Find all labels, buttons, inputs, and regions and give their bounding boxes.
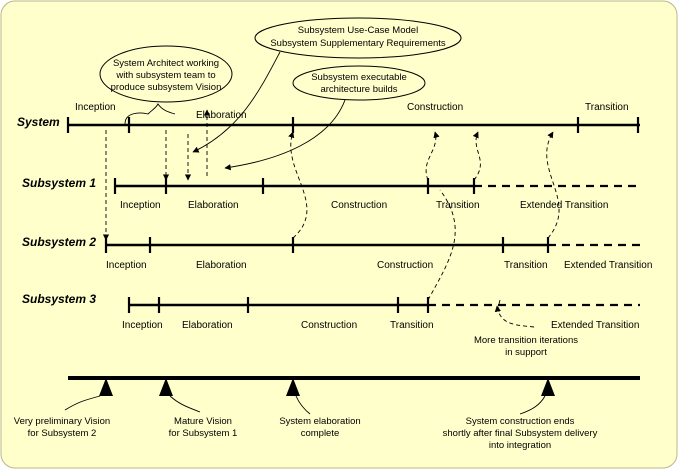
milestone-marker-construction-ends <box>541 378 555 396</box>
sub1-phase-construction: Construction <box>331 200 387 211</box>
sub1-phase-elaboration: Elaboration <box>188 200 239 211</box>
callout-architect: System Architect working with subsystem … <box>99 45 233 125</box>
system-phase-construction: Construction <box>407 102 463 113</box>
milestone-marker-prelim-vision <box>99 378 113 396</box>
connector-sub1-transition-to-system <box>472 131 481 181</box>
connector-sub3-to-sub1 <box>427 189 456 301</box>
milestone-leader-prelim-vision <box>64 395 101 411</box>
milestone-leader-construction-ends <box>519 395 546 415</box>
callout-executable-line-1: Subsystem executable <box>311 72 407 83</box>
milestone-prelim-vision-line-1: Very preliminary Vision <box>14 416 110 427</box>
milestone-construction-ends-line-1: System construction ends <box>466 416 575 427</box>
row-label-system: System <box>17 115 60 129</box>
callout-executable-line-2: architecture builds <box>320 84 397 95</box>
callout-usecase-line-1: Subsystem Use-Case Model <box>298 25 418 36</box>
milestone-marker-sys-elab <box>286 378 300 396</box>
system-phase-elaboration: Elaboration <box>196 110 247 121</box>
sub3-phase-inception: Inception <box>122 320 163 331</box>
milestone-leader-sys-elab <box>295 395 311 415</box>
sub2-phase-transition: Transition <box>504 260 548 271</box>
callout-architect-brace <box>124 103 176 125</box>
sub3-phase-extended: Extended Transition <box>551 320 639 331</box>
system-phase-transition: Transition <box>585 102 629 113</box>
row-label-subsystem-1: Subsystem 1 <box>22 176 96 190</box>
note-more-transition-line-2: in support <box>505 347 547 358</box>
callout-usecase: Subsystem Use-Case Model Subsystem Suppl… <box>192 17 462 153</box>
callout-executable-arrow <box>224 99 346 171</box>
callout-usecase-arrow <box>192 51 281 153</box>
milestone-prelim-vision-line-2: for Subsystem 2 <box>28 428 97 439</box>
sub3-phase-transition: Transition <box>390 320 434 331</box>
connector-sub2-to-system-transition <box>546 131 560 239</box>
sub3-phase-elaboration: Elaboration <box>182 320 233 331</box>
callout-architect-line-3: produce subsystem Vision <box>111 82 222 93</box>
sub1-phase-extended: Extended Transition <box>520 200 608 211</box>
callout-executable: Subsystem executable architecture builds <box>224 65 426 171</box>
milestone-construction-ends-line-2: shortly after final Subsystem delivery <box>443 428 598 439</box>
sub2-phase-extended: Extended Transition <box>564 260 652 271</box>
sub1-phase-transition: Transition <box>436 200 480 211</box>
row-label-subsystem-3: Subsystem 3 <box>22 292 96 306</box>
system-phase-inception: Inception <box>75 102 116 113</box>
milestone-sys-elab-line-1: System elaboration <box>279 416 360 427</box>
milestone-construction-ends-line-3: into integration <box>489 440 551 451</box>
milestone-leader-mature-vision <box>169 395 201 413</box>
connector-sub1-to-system-construction <box>425 131 440 181</box>
callout-architect-line-2: with subsystem team to <box>115 70 215 81</box>
sub2-phase-construction: Construction <box>377 260 433 271</box>
milestone-mature-vision-line-2: for Subsystem 1 <box>169 428 238 439</box>
milestone-mature-vision-line-1: Mature Vision <box>174 416 232 427</box>
sub2-phase-inception: Inception <box>106 260 147 271</box>
milestone-sys-elab-line-2: complete <box>301 428 340 439</box>
note-more-transition-line-1: More transition iterations <box>474 335 578 346</box>
sub2-phase-elaboration: Elaboration <box>196 260 247 271</box>
sub3-phase-construction: Construction <box>301 320 357 331</box>
connector-sub2-elab-to-system <box>288 131 308 239</box>
milestone-marker-mature-vision <box>159 378 173 396</box>
callout-architect-line-1: System Architect working <box>113 58 219 69</box>
sub1-phase-inception: Inception <box>120 200 161 211</box>
connector-more-transition <box>497 299 501 309</box>
callout-usecase-line-2: Subsystem Supplementary Requirements <box>270 38 446 49</box>
connector-more-transition-arrow <box>494 305 535 328</box>
row-label-subsystem-2: Subsystem 2 <box>22 235 96 249</box>
